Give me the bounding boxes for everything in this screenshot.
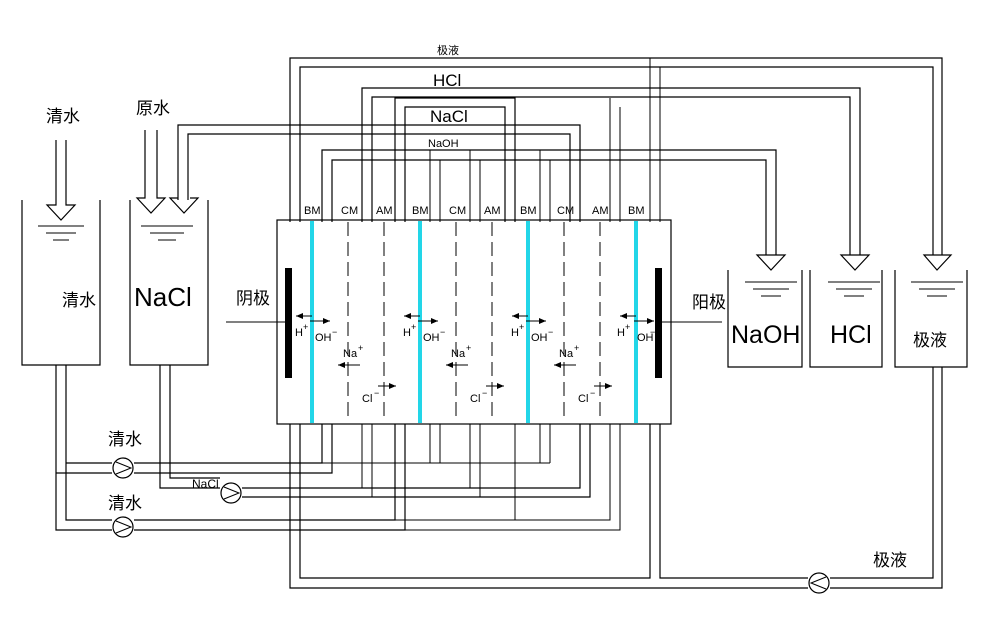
- nacl-return-arrow: [168, 197, 200, 214]
- clear-water-tank: [21, 200, 101, 366]
- ion-plus: +: [574, 343, 579, 353]
- pump-nacl[interactable]: [220, 482, 242, 504]
- label-hcl-pipe: HCl: [433, 71, 461, 90]
- nacl-feed-pipe: [177, 124, 581, 222]
- membrane-label: BM: [304, 205, 321, 217]
- ion-na: Na: [559, 348, 574, 360]
- pump-clear-water-2[interactable]: [112, 516, 134, 538]
- label-pump-clear-water-2: 清水: [108, 494, 142, 514]
- membrane-label: CM: [557, 205, 574, 217]
- label-naoh-tank: NaOH: [731, 321, 800, 349]
- bipolar-membranes: [310, 221, 638, 423]
- membrane-label: BM: [628, 205, 645, 217]
- membrane-label: AM: [376, 205, 393, 217]
- ion-cl: Cl: [362, 393, 372, 405]
- label-pole-liquid-tank: 极液: [913, 331, 947, 351]
- label-pump-clear-water-1: 清水: [108, 430, 142, 450]
- membrane-label: BM: [520, 205, 537, 217]
- pole-liquid-bottom-pipe: [289, 424, 808, 589]
- ion-plus: +: [358, 343, 363, 353]
- ion-plus: +: [411, 322, 416, 332]
- ion-na: Na: [451, 348, 466, 360]
- pump-clear-water-1[interactable]: [112, 457, 134, 479]
- pole-liquid-top-pipe: [289, 57, 943, 255]
- ion-h: H: [511, 327, 519, 339]
- inner-top-pipes: [429, 58, 661, 222]
- ion-na: Na: [343, 348, 358, 360]
- pump2-branches: [395, 424, 621, 531]
- ion-cl: Cl: [578, 393, 588, 405]
- hcl-tank: [809, 270, 883, 368]
- ion-h: H: [403, 327, 411, 339]
- membrane-label: BM: [412, 205, 429, 217]
- pump-pole-liquid[interactable]: [808, 572, 830, 594]
- raw-water-inlet-arrow: [135, 130, 167, 214]
- pump2-to-stack: [134, 424, 406, 531]
- ion-minus: −: [650, 327, 655, 337]
- membrane-label: AM: [484, 205, 501, 217]
- ion-minus: −: [548, 327, 553, 337]
- naoh-tank: [727, 270, 803, 368]
- arrow-into-naoh-tank: [755, 254, 787, 271]
- ion-plus: +: [625, 322, 630, 332]
- ion-h: H: [295, 327, 303, 339]
- naoh-top-pipe: [321, 149, 777, 255]
- label-nacl-tank: NaCl: [134, 282, 192, 312]
- label-anode: 阳极: [692, 293, 726, 313]
- ion-minus: −: [440, 327, 445, 337]
- clear-water-pump1-line: [56, 462, 112, 474]
- ion-plus: +: [466, 343, 471, 353]
- membrane-label: AM: [592, 205, 609, 217]
- label-raw-water-inlet: 原水: [136, 99, 170, 119]
- label-hcl-tank: HCl: [830, 321, 872, 349]
- dashed-membranes: [347, 222, 601, 422]
- label-top-pole-liquid: 极液: [437, 43, 459, 57]
- pump1-branches: [322, 424, 551, 464]
- pole-liquid-tank: [894, 270, 968, 368]
- ion-minus: −: [590, 388, 595, 398]
- cathode-electrode: [285, 268, 292, 378]
- membrane-label: CM: [341, 205, 358, 217]
- nacl-outlet-pipe: [159, 365, 220, 489]
- ion-arrows: [296, 313, 654, 389]
- label-nacl-pipe: NaCl: [430, 107, 468, 126]
- ion-minus: −: [482, 388, 487, 398]
- water-level-symbols: [38, 225, 963, 297]
- arrow-into-hcl-tank: [839, 254, 871, 271]
- pole-liquid-return: [830, 367, 943, 589]
- ion-oh: OH: [315, 332, 332, 344]
- arrow-into-pole-tank: [922, 254, 953, 271]
- pump1-to-stack: [134, 424, 333, 474]
- nacl-pump-branches: [361, 424, 481, 497]
- label-pump-nacl: NaCl: [192, 477, 219, 491]
- ion-oh: OH: [423, 332, 440, 344]
- clear-water-inlet-arrow: [45, 140, 77, 221]
- label-pump-pole-liquid: 极液: [873, 551, 907, 571]
- ion-minus: −: [374, 388, 379, 398]
- label-clear-water-tank: 清水: [62, 291, 96, 311]
- label-naoh-pipe: NaOH: [428, 138, 459, 150]
- anode-electrode: [655, 268, 662, 378]
- ion-oh: OH: [531, 332, 548, 344]
- nacl-pump-to-stack: [242, 424, 591, 498]
- clear-water-outlet-pipe: [55, 365, 112, 531]
- membrane-label: CM: [449, 205, 466, 217]
- nacl-tank: [129, 200, 209, 366]
- ion-plus: +: [303, 322, 308, 332]
- ion-cl: Cl: [470, 393, 480, 405]
- label-cathode: 阴极: [236, 289, 270, 309]
- ion-oh: OH: [637, 332, 654, 344]
- ion-plus: +: [519, 322, 524, 332]
- ion-h: H: [617, 327, 625, 339]
- label-clear-water-inlet: 清水: [46, 107, 80, 127]
- ion-minus: −: [332, 327, 337, 337]
